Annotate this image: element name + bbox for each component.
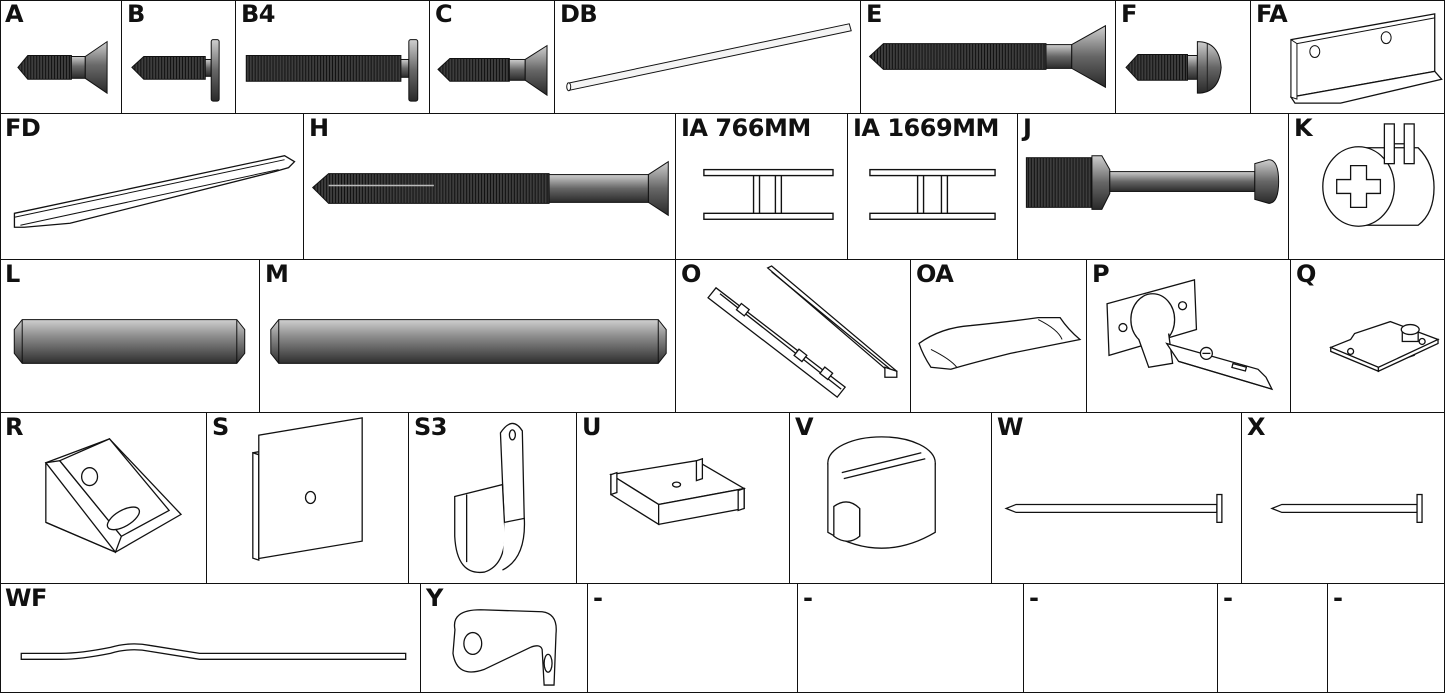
part-cell-l: L [0,260,260,413]
part-cell-o: O [676,260,911,413]
part-label: IA 1669MM [853,114,999,142]
part-label: - [803,584,813,612]
dowel-icon [13,319,246,364]
u-channel-icon [609,457,746,526]
part-label: E [866,0,882,28]
part-label: J [1023,114,1032,142]
part-label: - [1029,584,1039,612]
part-cell-blank-5: - [1328,584,1445,693]
profile-handle-icon [13,155,296,228]
corner-block-icon [44,438,183,554]
part-cell-p: P [1087,260,1291,413]
wire-icon [20,643,407,660]
part-cell-fd: FD [0,114,304,260]
part-label: W [997,413,1023,441]
part-label: X [1247,413,1266,441]
part-label: L [5,260,20,288]
part-cell-db: DB [555,0,861,114]
part-cell-x: X [1242,413,1445,584]
part-label: O [681,260,701,288]
part-label: IA 766MM [681,114,811,142]
part-label: B [127,0,145,28]
rail-support-icon [454,422,526,574]
part-label: B4 [241,0,276,28]
countersunk-screw-icon [17,40,108,95]
cam-nut-icon [827,436,936,549]
pan-head-screw-icon [1125,41,1222,94]
i-profile-icon [869,168,996,220]
part-cell-y: Y [421,584,588,693]
cam-lock-icon [1322,123,1435,227]
part-label: V [795,413,814,441]
part-cell-m: M [260,260,676,413]
rod-icon [566,23,852,92]
long-flange-screw-icon [245,39,419,102]
part-cell-c: C [430,0,555,114]
part-cell-ia-1669: IA 1669MM [848,114,1018,260]
part-label: U [582,413,602,441]
part-cell-s: S [207,413,409,584]
hinge-icon [1106,279,1274,391]
angle-bracket-icon [1289,13,1443,104]
part-cell-a: A [0,0,122,114]
part-label: R [5,413,23,441]
part-label: FD [5,114,41,142]
long-bolt-icon [311,160,669,217]
part-cell-wf: WF [0,584,421,693]
countersunk-screw-icon [437,44,548,97]
part-cell-blank-4: - [1218,584,1328,693]
long-countersunk-screw-icon [868,24,1106,89]
part-label: DB [560,0,598,28]
part-cell-r: R [0,413,207,584]
part-label: A [5,0,24,28]
part-label: K [1294,114,1313,142]
part-label: P [1092,260,1110,288]
part-cell-u: U [577,413,790,584]
part-label: H [309,114,329,142]
part-label: - [1333,584,1343,612]
part-cell-f: F [1116,0,1251,114]
part-cell-blank-2: - [798,584,1024,693]
nail-icon [1004,493,1223,524]
felt-pad-icon [918,316,1082,370]
square-plate-icon [252,417,363,562]
part-label: - [1223,584,1233,612]
short-nail-icon [1270,493,1423,524]
l-bracket-icon [452,609,557,686]
part-label: FA [1256,0,1288,28]
part-cell-h: H [304,114,676,260]
part-label: OA [916,260,954,288]
mounting-plate-icon [1329,320,1440,373]
part-cell-blank-3: - [1024,584,1218,693]
part-label: Y [426,584,443,612]
part-cell-e: E [861,0,1116,114]
part-label: S3 [414,413,447,441]
part-cell-ia-766: IA 766MM [676,114,848,260]
part-label: S [212,413,229,441]
part-cell-k: K [1289,114,1445,260]
part-label: F [1121,0,1137,28]
part-label: - [593,584,603,612]
part-label: WF [5,584,47,612]
part-label: Q [1296,260,1316,288]
part-label: C [435,0,453,28]
flange-screw-icon [131,39,220,102]
part-cell-v: V [790,413,992,584]
part-cell-b4: B4 [236,0,430,114]
i-profile-icon [703,168,834,220]
part-cell-oa: OA [911,260,1087,413]
part-cell-q: Q [1291,260,1445,413]
part-cell-s3: S3 [409,413,577,584]
part-label: M [265,260,289,288]
part-cell-blank-1: - [588,584,798,693]
drawer-runner-icon [707,265,898,398]
part-cell-w: W [992,413,1242,584]
long-dowel-icon [270,319,667,364]
part-cell-j: J [1018,114,1289,260]
part-cell-fa: FA [1251,0,1445,114]
part-cell-b: B [122,0,236,114]
connector-bolt-icon [1025,155,1280,210]
